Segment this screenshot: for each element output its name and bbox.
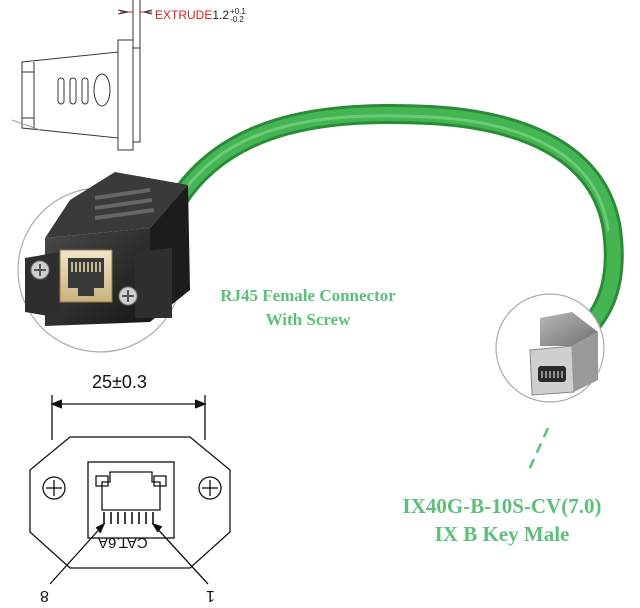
pin-8-label: 8 xyxy=(40,587,49,604)
pin-1-label: 1 xyxy=(206,587,215,604)
ix-male-connector-photo xyxy=(495,293,605,473)
rj45-female-connector-photo xyxy=(17,172,190,353)
female-connector-label: RJ45 Female Connector With Screw xyxy=(188,284,428,332)
male-connector-label-line2: IX B Key Male xyxy=(434,522,570,546)
green-cable xyxy=(168,103,624,350)
jack-marking-text: CAT.6A xyxy=(98,534,148,551)
extrude-tolerance-plus: +0.1 xyxy=(230,7,246,16)
width-dimension-label: 25±0.3 xyxy=(92,372,147,392)
top-side-view-drawing xyxy=(11,0,153,151)
extrude-tolerance-minus: -0.2 xyxy=(230,15,244,24)
extrude-dimension-label: EXTRUDE1.2+0.1-0.2 xyxy=(155,8,246,24)
female-connector-label-line2: With Screw xyxy=(265,310,351,329)
extrude-text: EXTRUDE xyxy=(155,8,213,23)
bottom-front-view-drawing xyxy=(29,395,231,585)
extrude-value: 1.2 xyxy=(212,8,230,23)
male-connector-label: IX40G-B-10S-CV(7.0) IX B Key Male xyxy=(364,492,640,548)
male-connector-label-line1: IX40G-B-10S-CV(7.0) xyxy=(402,494,602,518)
female-connector-label-line1: RJ45 Female Connector xyxy=(220,286,396,305)
